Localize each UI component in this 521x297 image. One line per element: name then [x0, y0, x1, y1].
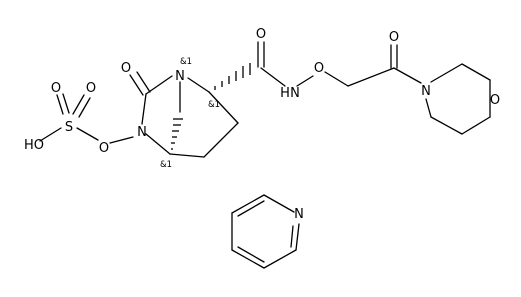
- bridge-nitrogen-label: N: [175, 69, 185, 84]
- sulfate-link-oxygen-label: O: [99, 141, 109, 156]
- amide-hashed-wedge: [214, 63, 251, 90]
- sulfate-oxygen-top-left-label: O: [51, 81, 61, 96]
- morpholine-nitrogen-label: N: [421, 84, 431, 99]
- c2-stereo-label: &1: [208, 100, 220, 110]
- sulfate-oxygen-top-right-label: O: [86, 81, 96, 96]
- ring-carbonyl-oxygen-label: O: [121, 61, 131, 76]
- ketone-oxygen-label: O: [389, 30, 399, 45]
- side-chain-bonds: [257, 41, 422, 87]
- c5-stereo-label: &1: [160, 160, 172, 170]
- sulfate-bonds: [39, 93, 134, 144]
- stereo-labels: &1 &1 &1: [160, 57, 220, 170]
- oxyamine-oxygen-label: O: [314, 61, 324, 76]
- morpholine-oxygen-label: O: [490, 93, 500, 108]
- amide-hydrogen-label: H: [280, 86, 290, 101]
- morpholine-ring-bonds: [425, 63, 491, 135]
- bicyclic-core-bonds: [129, 71, 239, 158]
- atom-labels: O N N O S O O HO O H N O O N O N: [24, 27, 500, 222]
- amide-oxygen-label: O: [256, 27, 266, 42]
- sulfate-nitrogen-label: N: [137, 125, 147, 140]
- bridge-nitrogen-stereo-label: &1: [180, 57, 192, 67]
- sulfur-label: S: [65, 120, 73, 135]
- amide-nitrogen-label: N: [290, 86, 300, 101]
- sulfate-hydroxyl-label: HO: [24, 138, 44, 153]
- bridge-hashed-wedge: [171, 118, 183, 150]
- pyridine-nitrogen-label: N: [294, 207, 304, 222]
- pyridine-ring-bonds: [231, 194, 300, 269]
